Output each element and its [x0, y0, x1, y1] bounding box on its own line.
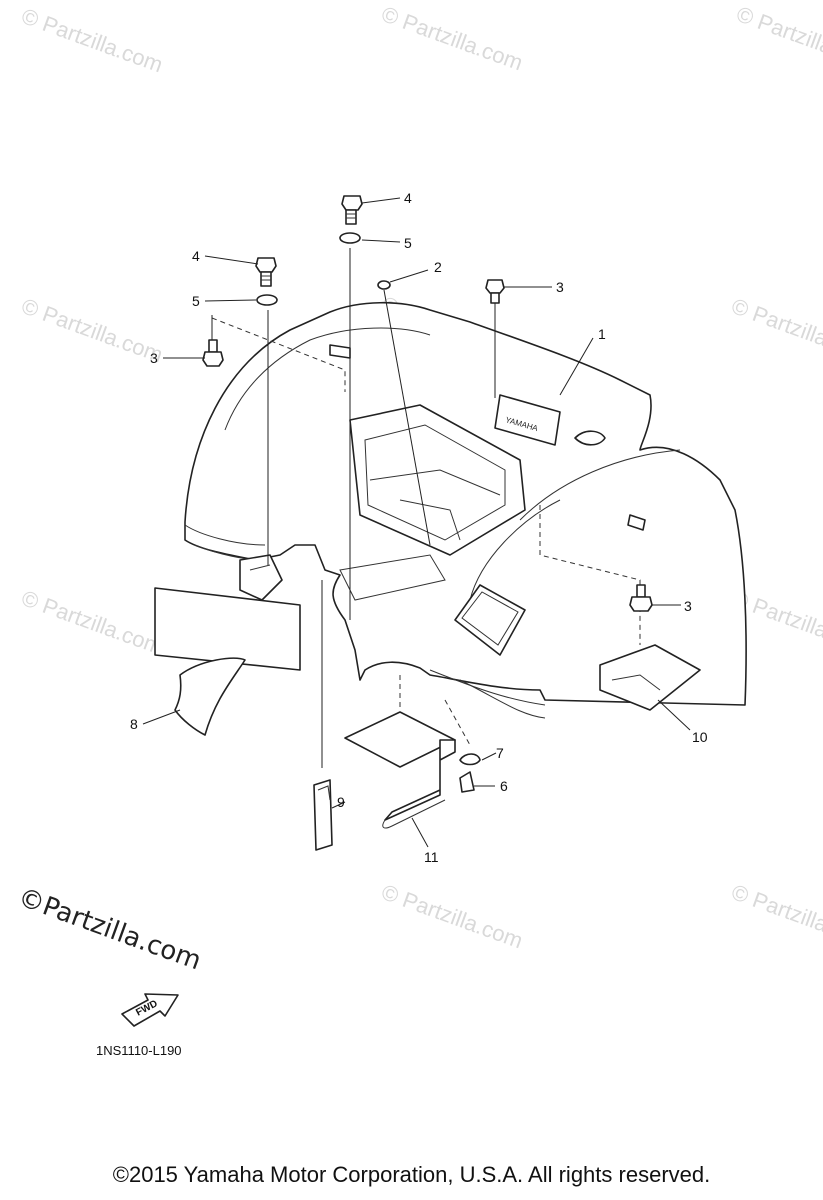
copyright-notice: ©2015 Yamaha Motor Corporation, U.S.A. A…: [112, 1162, 711, 1187]
guard-8: [174, 657, 246, 736]
panel-8-outline: [154, 587, 301, 671]
callout-8: 8: [130, 716, 138, 732]
callout-9: 9: [337, 794, 345, 810]
washer-5-top-icon: [339, 232, 361, 244]
diagram-code: 1NS1110-L190: [96, 1043, 182, 1058]
bolt-4-top-icon: [341, 195, 363, 225]
plate-10: [599, 644, 701, 711]
callout-4: 4: [192, 248, 200, 264]
strip-9: [313, 779, 333, 851]
callout-6: 6: [500, 778, 508, 794]
partzilla-logo-text: Partzilla.com: [38, 891, 205, 976]
watermark: © Partzilla.com: [18, 585, 166, 659]
clip-7-icon: [459, 753, 481, 766]
callout-4: 4: [404, 190, 412, 206]
watermark: © Partzilla.com: [18, 293, 166, 367]
callout-2: 2: [434, 259, 442, 275]
flat-parts: [154, 587, 701, 851]
callout-1: 1: [598, 326, 606, 342]
rear-fender: YAMAHA: [184, 301, 747, 719]
callout-10: 10: [692, 729, 708, 745]
callout-5: 5: [192, 293, 200, 309]
guide-lines: [211, 248, 496, 768]
callouts: 1 2 3 3 3 4 4 5 5 6 7 8 9 10 11: [130, 190, 708, 865]
hardware: [202, 195, 653, 793]
watermark: © Partzilla.com: [733, 1, 823, 75]
partzilla-logo: © Partzilla.com: [14, 882, 205, 976]
screw-3-left-icon: [202, 339, 224, 367]
callout-5: 5: [404, 235, 412, 251]
plate-11-side: [384, 739, 456, 821]
screw-3-right-icon: [485, 279, 505, 304]
watermark: © Partzilla.com: [728, 879, 823, 953]
callout-3: 3: [684, 598, 692, 614]
watermark: © Partzilla.com: [378, 879, 526, 953]
plug-2-icon: [377, 280, 391, 290]
watermark: © Partzilla.com: [728, 293, 823, 367]
bolt-4-left-icon: [255, 257, 277, 287]
screw-3-lower-icon: [629, 584, 653, 612]
callout-3: 3: [556, 279, 564, 295]
callout-11: 11: [424, 849, 439, 865]
plate-11-top: [344, 711, 456, 768]
fwd-arrow-icon: FWD: [121, 993, 179, 1027]
watermark: © Partzilla.com: [378, 1, 526, 75]
watermark: © Partzilla.com: [18, 3, 166, 77]
assembly-lines: [211, 317, 641, 746]
washer-5-left-icon: [256, 294, 278, 306]
callout-leaders: [142, 197, 691, 848]
callout-3: 3: [150, 350, 158, 366]
callout-7: 7: [496, 745, 504, 761]
nut-6-icon: [459, 771, 475, 793]
